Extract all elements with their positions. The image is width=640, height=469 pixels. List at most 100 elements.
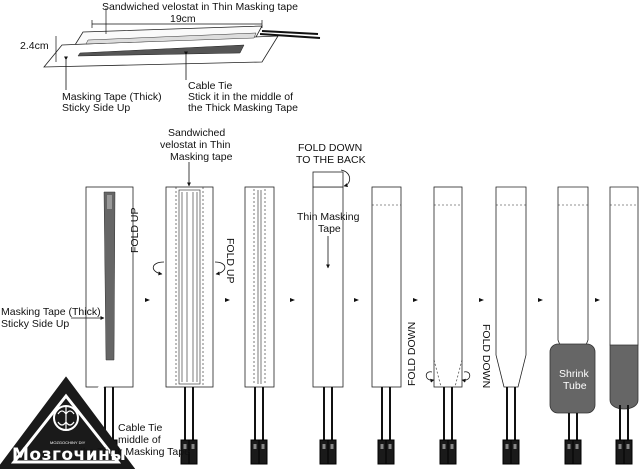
connector-pin [618, 444, 622, 449]
step2-fold-left: FOLD UP [129, 207, 141, 253]
connector-pin [380, 444, 384, 449]
step-arrow [479, 298, 484, 302]
connector-pin [442, 444, 446, 449]
folded-strip [312, 186, 344, 388]
fold-flap [312, 171, 344, 188]
step1-tie-label-3: the Thick Masking Tape [80, 446, 190, 458]
folded-strip [371, 186, 402, 388]
step2-velostat-label-3: Masking tape [170, 151, 233, 163]
shrink-label-2: Tube [563, 380, 587, 392]
connector-plug [377, 439, 387, 465]
mozgochiny-logo [0, 362, 136, 469]
connector-plug [623, 439, 633, 465]
overview-diagram [43, 8, 321, 90]
connector-pin [513, 444, 517, 449]
screwdriver-icon [86, 370, 118, 402]
step6-fold-left: FOLD DOWN [406, 321, 418, 386]
connector-plug [502, 439, 512, 465]
fold-right-arrow [214, 261, 226, 276]
step4-thin-tape-label-1: Thin Masking [297, 211, 360, 223]
connector-plug [447, 439, 457, 465]
step4-fold-label-1: FOLD DOWN [298, 142, 363, 154]
tapered-strip [557, 186, 589, 361]
connector-plug [572, 439, 582, 465]
step-4 [312, 169, 351, 388]
connector-pin [322, 444, 326, 449]
folded-strip [433, 186, 463, 388]
connector-pin [191, 444, 195, 449]
step-arrow [145, 298, 150, 302]
connector-pin [388, 444, 392, 449]
velostat-title: Sandwiched velostat in Thin Masking tape [102, 1, 298, 13]
cable-tie [103, 191, 116, 361]
fold-back-arrow [340, 169, 351, 188]
step-3 [244, 186, 275, 388]
logo-tagline: MOZGOCHINY DIY [50, 440, 86, 445]
wire-connectors [100, 387, 633, 465]
connector-pin [575, 444, 579, 449]
velostat-sandwich [178, 189, 201, 385]
wire [259, 33, 321, 39]
connector-pin [450, 444, 454, 449]
shrink-tube [549, 343, 596, 414]
connector-plug [439, 439, 449, 465]
connector-plug [319, 439, 329, 465]
step1-tie-label-1: Cable Tie [118, 422, 163, 434]
step-8 [549, 186, 596, 414]
connector-plug [615, 439, 625, 465]
fold-right-arrow [461, 371, 471, 383]
masking-tape-label-1: Masking Tape (Thick) [62, 91, 162, 103]
tapered-strip [495, 186, 527, 388]
step1-tie-label-2: middle of [118, 434, 161, 446]
connector-plug [327, 439, 337, 465]
cable-tie-label-3: the Thick Masking Tape [188, 102, 298, 114]
step-arrow [538, 298, 543, 302]
connector-plug [385, 439, 395, 465]
step-arrow [413, 298, 418, 302]
velostat-strip [85, 32, 257, 45]
connector-plug [258, 439, 268, 465]
step4-fold-label-2: TO THE BACK [296, 154, 366, 166]
connector-plug [564, 439, 574, 465]
step-arrow [290, 298, 295, 302]
step-arrow [354, 298, 359, 302]
connector-pin [261, 444, 265, 449]
step4-thin-tape-label-2: Tape [318, 223, 341, 235]
fold-left-arrow [152, 261, 165, 276]
step-6 [425, 186, 471, 388]
connector-plug [250, 439, 260, 465]
shrink-label-1: Shrink [559, 368, 589, 380]
step-1 [71, 186, 134, 388]
length-label: 19cm [170, 13, 196, 25]
step2-velostat-label-1: Sandwiched [168, 127, 226, 139]
step-arrow [225, 298, 230, 302]
tapered-strip [609, 186, 639, 361]
step2-velostat-label-2: velostat in Thin [160, 139, 231, 151]
fold-left-arrow [425, 371, 435, 383]
masking-tape-label-2: Sticky Side Up [62, 102, 131, 114]
step-2 [152, 162, 226, 388]
wire [261, 30, 319, 35]
logo-name: Мозгочины [12, 445, 127, 465]
connector-pin [505, 444, 509, 449]
step-arrow [595, 298, 600, 302]
connector-pin [253, 444, 257, 449]
step2-fold-right: FOLD UP [224, 238, 236, 284]
step-9 [609, 186, 639, 410]
connector-plug [188, 439, 198, 465]
cable-tie-label-2: Stick it in the middle of [188, 91, 294, 103]
connector-pin [567, 444, 571, 449]
step-7 [495, 186, 527, 388]
folded-strip [244, 186, 275, 388]
step-5 [371, 186, 402, 388]
width-label: 2.4cm [20, 40, 49, 52]
shrunk-tube [609, 344, 639, 410]
step1-tape-label-1: Masking Tape (Thick) [1, 306, 101, 318]
cable-tie [77, 44, 245, 57]
connector-pin [330, 444, 334, 449]
step6-fold-right: FOLD DOWN [480, 324, 492, 389]
cable-tie-label-1: Cable Tie [188, 80, 233, 92]
connector-plug [510, 439, 520, 465]
connector-pin [183, 444, 187, 449]
